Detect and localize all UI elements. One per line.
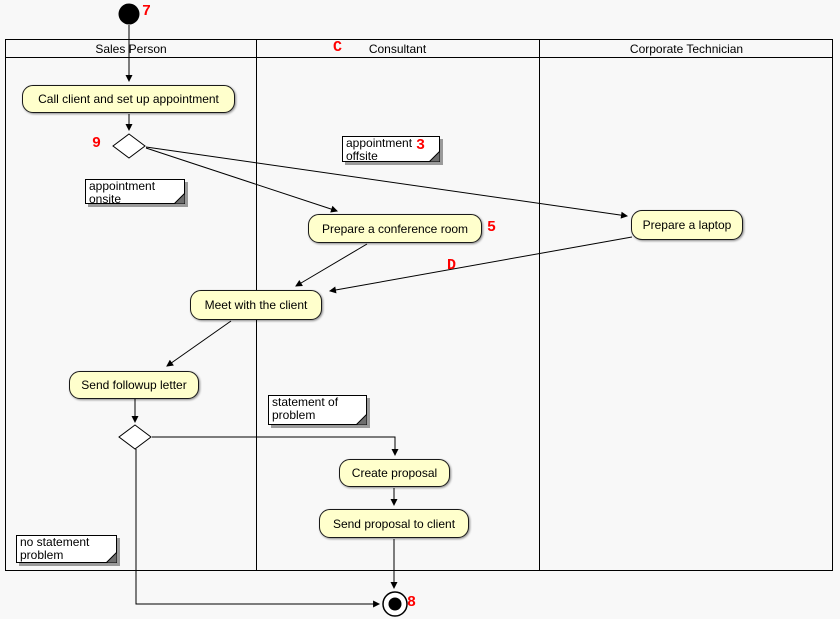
red-marker-C: C <box>333 39 343 56</box>
note-appointment-offsite: appointment offsite <box>342 136 440 162</box>
activity-send-followup-letter: Send followup letter <box>69 371 199 399</box>
red-marker-9: 9 <box>92 135 102 152</box>
activity-label: Prepare a conference room <box>321 221 469 236</box>
note-no-statement-problem: no statement problem <box>16 535 117 563</box>
lane-divider-2 <box>539 40 540 570</box>
note-line: problem <box>272 407 316 422</box>
note-line: onsite <box>89 191 122 206</box>
note-line: appointment <box>89 179 156 193</box>
end-node-outer <box>382 591 408 617</box>
red-marker-D: D <box>447 257 457 274</box>
activity-label: Create proposal <box>351 466 438 480</box>
red-marker-3: 3 <box>416 137 426 154</box>
note-fold-icon <box>429 151 440 162</box>
red-marker-7: 7 <box>142 3 152 20</box>
red-marker-8: 8 <box>407 594 417 611</box>
lane-header-consultant: Consultant <box>368 42 427 56</box>
activity-label: Call client and set up appointment <box>38 92 219 106</box>
note-line: statement of <box>272 395 339 409</box>
swimlane-header-row: Sales Person Consultant Corporate Techni… <box>6 40 832 58</box>
note-appointment-onsite: appointment onsite <box>85 179 185 206</box>
activity-label: Meet with the client <box>204 298 308 312</box>
lane-header-sales-person: Sales Person <box>95 42 167 56</box>
note-line: appointment <box>346 136 413 150</box>
end-node-inner <box>388 597 402 611</box>
red-marker-5: 5 <box>487 219 497 236</box>
note-statement-of-problem: statement of problem <box>268 395 367 425</box>
start-node <box>118 3 140 25</box>
activity-prepare-conference-room: Prepare a conference room <box>308 214 482 243</box>
activity-label: Send followup letter <box>81 378 187 392</box>
note-fold-icon <box>356 414 367 425</box>
activity-call-client: Call client and set up appointment <box>22 85 235 113</box>
activity-meet-with-client: Meet with the client <box>190 290 322 320</box>
activity-label: Send proposal to client <box>332 516 456 531</box>
note-fold-icon <box>174 193 185 204</box>
activity-create-proposal: Create proposal <box>339 459 450 487</box>
note-line: no statement <box>20 535 90 549</box>
note-fold-icon <box>106 552 117 563</box>
swimlane-frame: Sales Person Consultant Corporate Techni… <box>5 39 833 571</box>
note-line: problem <box>20 547 64 562</box>
activity-prepare-laptop: Prepare a laptop <box>631 210 743 240</box>
activity-label: Prepare a laptop <box>642 218 732 232</box>
lane-header-corporate-technician: Corporate Technician <box>629 42 744 56</box>
activity-send-proposal-to-client: Send proposal to client <box>319 509 469 538</box>
